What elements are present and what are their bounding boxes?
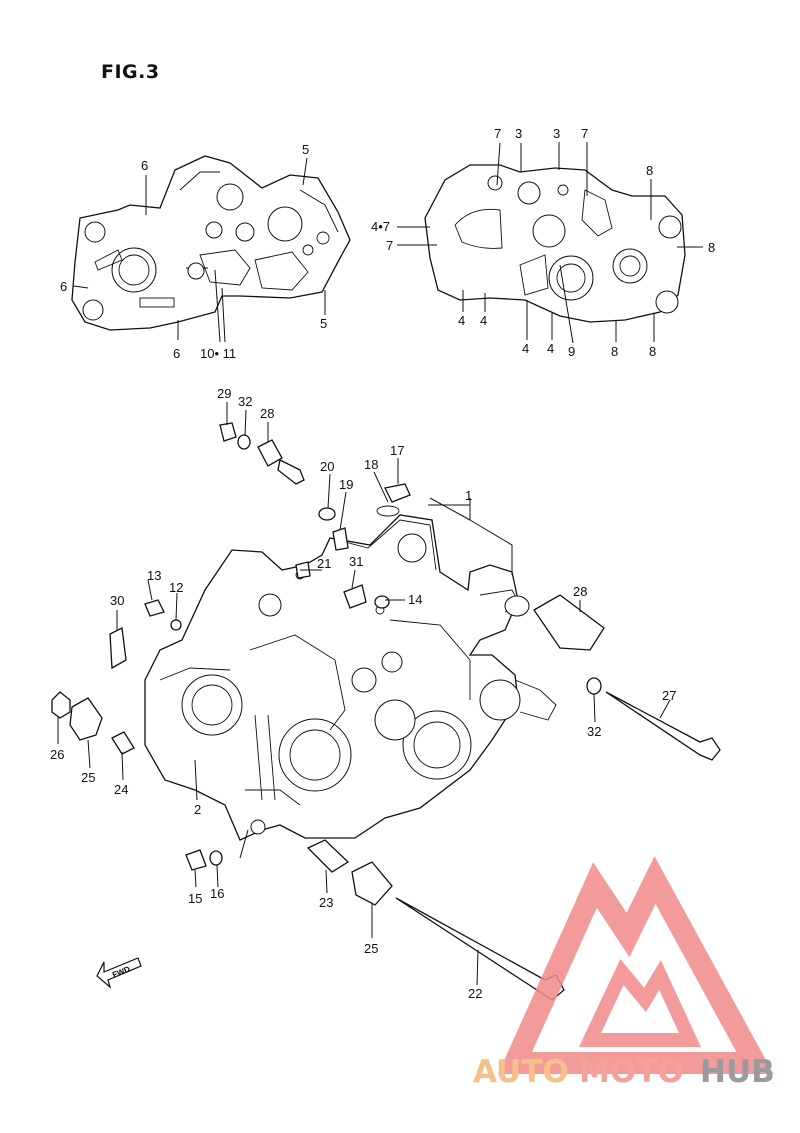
callout: 8: [708, 240, 715, 255]
callout: 3: [553, 126, 560, 141]
drain-plug-15: [185, 849, 207, 871]
bearing-25-left: [69, 697, 103, 741]
bracket-30: [109, 627, 127, 670]
callout: 3: [515, 126, 522, 141]
fwd-arrow: FWD: [96, 957, 142, 989]
washer-14: [374, 595, 390, 609]
left-crankcase-half-view: [71, 155, 351, 331]
left-view-leaders: [73, 157, 326, 343]
oring-18: [376, 505, 400, 517]
callout: 6: [60, 279, 67, 294]
callout: 26: [50, 747, 64, 762]
callout: 2: [194, 802, 201, 817]
right-crankcase-half-view: [424, 164, 686, 323]
callout: 13: [147, 568, 161, 583]
callout: 7: [494, 126, 501, 141]
figure-title: FIG.3: [101, 61, 160, 83]
callout: 9: [568, 344, 575, 359]
callout: 4: [547, 341, 554, 356]
washer-32-right: [586, 677, 602, 695]
washer-32-top: [237, 434, 251, 450]
main-leaders: [57, 402, 671, 986]
switch-31: [343, 584, 367, 609]
callout: 8: [611, 344, 618, 359]
callout: 16: [210, 886, 224, 901]
callout: 19: [339, 477, 353, 492]
callout: 24: [114, 782, 128, 797]
callout: 17: [390, 443, 404, 458]
callout: 4•7: [371, 219, 390, 234]
callout: 20: [320, 459, 334, 474]
callout: 8: [646, 163, 653, 178]
watermark-hub: HUB: [700, 1054, 775, 1090]
callout: 1: [465, 488, 472, 503]
callout: 21: [317, 556, 331, 571]
washer-20: [318, 507, 336, 521]
bearing-28-right: [533, 594, 605, 651]
main-crankcase-assembly: [144, 514, 557, 841]
callout: 25: [364, 941, 378, 956]
watermark-auto: AUTO: [473, 1054, 569, 1090]
callout: 28: [573, 584, 587, 599]
callout: 18: [364, 457, 378, 472]
callout: 22: [468, 986, 482, 1001]
callout: 32: [587, 724, 601, 739]
cap-17: [384, 483, 411, 503]
callout: 10• 11: [200, 346, 236, 361]
callout-numbers: 6 5 6 6 10• 11 5 7 3 3 7 8 4•7 7 8 4 4 4…: [50, 126, 715, 1001]
automotohub-logo-mark: [497, 856, 774, 1074]
callout: 4: [522, 341, 529, 356]
callout: 4: [480, 313, 487, 328]
callout: 7: [386, 238, 393, 253]
callout: 6: [173, 346, 180, 361]
callout: 7: [581, 126, 588, 141]
washer-12: [170, 619, 182, 631]
callout: 8: [649, 344, 656, 359]
callout: 30: [110, 593, 124, 608]
callout: 15: [188, 891, 202, 906]
callout: 5: [302, 142, 309, 157]
bearing-25-bottom: [351, 861, 393, 906]
fwd-label: FWD: [111, 964, 131, 979]
callout: 25: [81, 770, 95, 785]
plug-13: [144, 599, 165, 617]
bolt-27: [605, 691, 721, 761]
callout: 23: [319, 895, 333, 910]
callout: 31: [349, 554, 363, 569]
callout: 27: [662, 688, 676, 703]
watermark-moto: MOTO: [579, 1054, 684, 1090]
gasket-16: [209, 850, 223, 866]
automotohub-watermark-text: AUTO MOTO HUB: [473, 1054, 775, 1090]
callout: 32: [238, 394, 252, 409]
bolt-19: [332, 527, 349, 551]
callout: 4: [458, 313, 465, 328]
nut-26: [51, 691, 71, 719]
right-view-leaders: [397, 142, 703, 344]
callout: 28: [260, 406, 274, 421]
pipe-23: [306, 839, 350, 873]
nut-29: [219, 422, 237, 442]
callout: 5: [320, 316, 327, 331]
seal-24: [111, 731, 135, 755]
callout: 14: [408, 592, 422, 607]
callout: 12: [169, 580, 183, 595]
bearing-28-top: [257, 439, 283, 467]
callout: 6: [141, 158, 148, 173]
callout: 29: [217, 386, 231, 401]
